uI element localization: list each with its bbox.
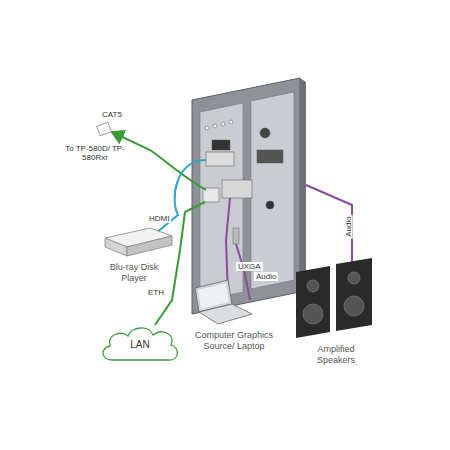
device-caption: Amplified Speakers bbox=[300, 344, 372, 366]
signal-label: UXGA bbox=[236, 262, 263, 271]
cloud-label: LAN bbox=[130, 339, 149, 351]
plate-panel bbox=[200, 103, 243, 301]
rj45-connector bbox=[97, 122, 112, 136]
signal-label: To TP-580D/ TP-580Rxr bbox=[62, 144, 128, 162]
audio-plug bbox=[233, 228, 239, 244]
device-caption: Computer Graphics Source/ Laptop bbox=[184, 330, 284, 352]
hdmi-cable bbox=[150, 160, 206, 238]
hdmi-plug bbox=[206, 152, 234, 166]
wall-plate bbox=[192, 78, 300, 314]
signal-label: Audio bbox=[254, 272, 278, 281]
plate-edge bbox=[300, 78, 306, 292]
audio-cable bbox=[236, 244, 250, 300]
vga-plug bbox=[222, 180, 252, 198]
signal-label: Audio bbox=[344, 214, 353, 238]
plate-panel bbox=[251, 92, 294, 289]
device-name: Computer Graphics Source/ Laptop bbox=[184, 330, 284, 352]
device-caption: Blu-ray Disk Player bbox=[96, 262, 172, 284]
player-side bbox=[105, 238, 127, 256]
signal-label: HDMI bbox=[147, 214, 171, 223]
speaker bbox=[336, 258, 372, 331]
device-name: Blu-ray Disk Player bbox=[96, 262, 172, 284]
laptop-base bbox=[199, 304, 252, 324]
player-front bbox=[127, 236, 172, 256]
laptop-display bbox=[198, 283, 229, 309]
lan-cloud: LAN bbox=[98, 322, 182, 368]
speaker bbox=[296, 266, 330, 338]
signal-label: ETH bbox=[146, 288, 166, 297]
signal-label: CAT5 bbox=[100, 110, 124, 119]
speaker-cable bbox=[306, 185, 352, 262]
device-name: Amplified Speakers bbox=[300, 344, 372, 366]
